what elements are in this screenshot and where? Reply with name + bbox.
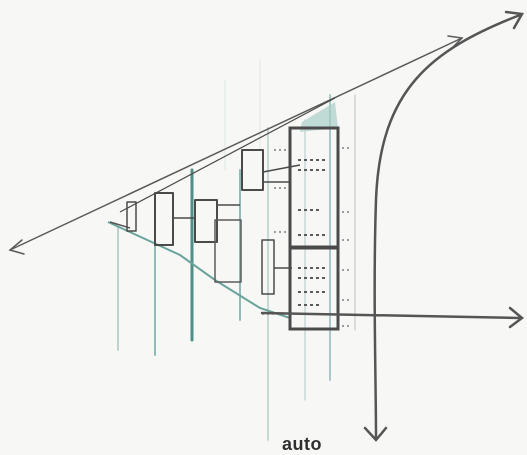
arrow-left-icon: [8, 35, 464, 255]
arrow-right-icon: [260, 306, 525, 329]
perspective-boxes: [126, 149, 275, 295]
wedge-upper-edge: [119, 97, 336, 213]
tree-connectors: [173, 164, 301, 269]
caption-auto: auto: [282, 434, 322, 454]
large-stacked-box: [288, 126, 340, 331]
shaded-wedge-tip: [300, 102, 338, 132]
arrow-down-icon: [363, 10, 525, 442]
box-dashes: [298, 159, 328, 306]
